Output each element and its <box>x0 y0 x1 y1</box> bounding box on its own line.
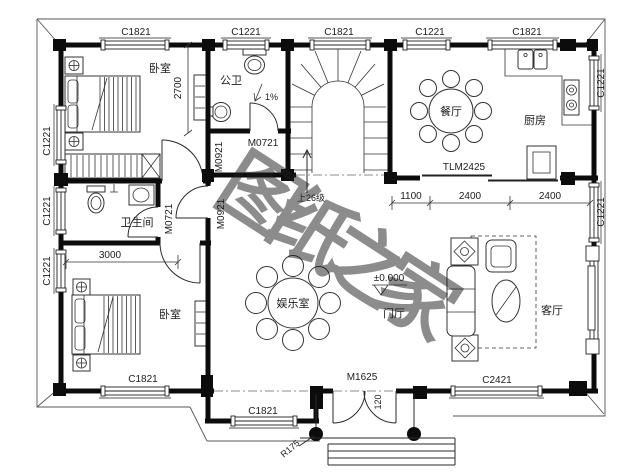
room-label-entertainment: 娱乐室 <box>277 296 310 310</box>
staircase <box>290 48 390 193</box>
window-label-c1821-bottom-left: C1821 <box>128 374 158 385</box>
dining-table <box>410 70 492 152</box>
door-label-m1625: M1625 <box>347 372 378 383</box>
dim-120: 120 <box>373 394 383 409</box>
window-label-c1221-top-bath: C1221 <box>231 27 261 38</box>
slope-annotation: 1% <box>265 92 278 102</box>
room-label-bedroom-top-left: 卧室 <box>149 61 171 75</box>
window-label-c1821-top-kitchen: C1821 <box>512 27 542 38</box>
bed-bottom-left <box>71 278 208 372</box>
door-label-m0721-bathroom: M0721 <box>164 203 175 234</box>
porch-column-left <box>309 427 323 441</box>
room-label-public-bath: 公卫 <box>220 75 242 87</box>
dim-1100: 1100 <box>400 191 422 202</box>
level-annotation: ±0.000 <box>374 273 405 284</box>
dimension-graphics <box>62 41 594 296</box>
window-label-c1221-left-2: C1221 <box>42 196 53 226</box>
door-label-m0921-upper: M0921 <box>214 141 225 172</box>
window-label-c1821-top-left: C1821 <box>121 27 151 38</box>
bed-top-left <box>64 56 207 179</box>
room-label-foyer: 门厅 <box>383 306 405 320</box>
windows <box>53 37 602 429</box>
window-label-c1821-bottom-center: C1821 <box>248 406 278 417</box>
dim-2400-b: 2400 <box>539 191 562 202</box>
window-label-c1221-right-1: C1221 <box>596 68 607 98</box>
window-label-c1221-left-3: C1221 <box>42 256 53 286</box>
entertainment-table <box>245 255 341 351</box>
dim-2700: 2700 <box>173 76 184 99</box>
stair-up-annotation: 上26级 <box>297 192 325 203</box>
room-label-kitchen: 厨房 <box>524 114 546 127</box>
axis-lines <box>214 174 396 392</box>
dim-2400-a: 2400 <box>459 191 482 202</box>
bathroom-fixtures <box>86 184 155 214</box>
window-label-c1221-top-dining: C1221 <box>415 27 445 38</box>
eave-outline <box>36 18 606 442</box>
kitchen-counter <box>504 48 592 180</box>
room-label-bathroom: 卫生间 <box>121 215 154 229</box>
room-label-living: 客厅 <box>541 303 563 317</box>
sofa-set <box>446 235 537 362</box>
porch-column-right <box>407 427 421 441</box>
window-label-c1821-top-stair: C1821 <box>324 27 354 38</box>
room-label-dining: 餐厅 <box>440 104 462 118</box>
labels: C1821 C1221 C1821 C1221 C1821 C1221 C122… <box>42 27 607 459</box>
window-label-c1221-left-1: C1221 <box>42 126 53 156</box>
window-label-c2421: C2421 <box>482 375 512 386</box>
porch-steps <box>298 394 456 466</box>
public-bath-fixtures <box>208 48 267 122</box>
door-label-m0921-lower: M0921 <box>216 198 227 229</box>
window-label-c1221-right-2: C1221 <box>596 197 607 227</box>
dim-3000: 3000 <box>99 250 122 261</box>
room-label-bedroom-bottom-left: 卧室 <box>159 307 181 321</box>
door-label-m0721-publicbath: M0721 <box>248 138 279 149</box>
door-label-tlm2425: TLM2425 <box>443 162 486 173</box>
